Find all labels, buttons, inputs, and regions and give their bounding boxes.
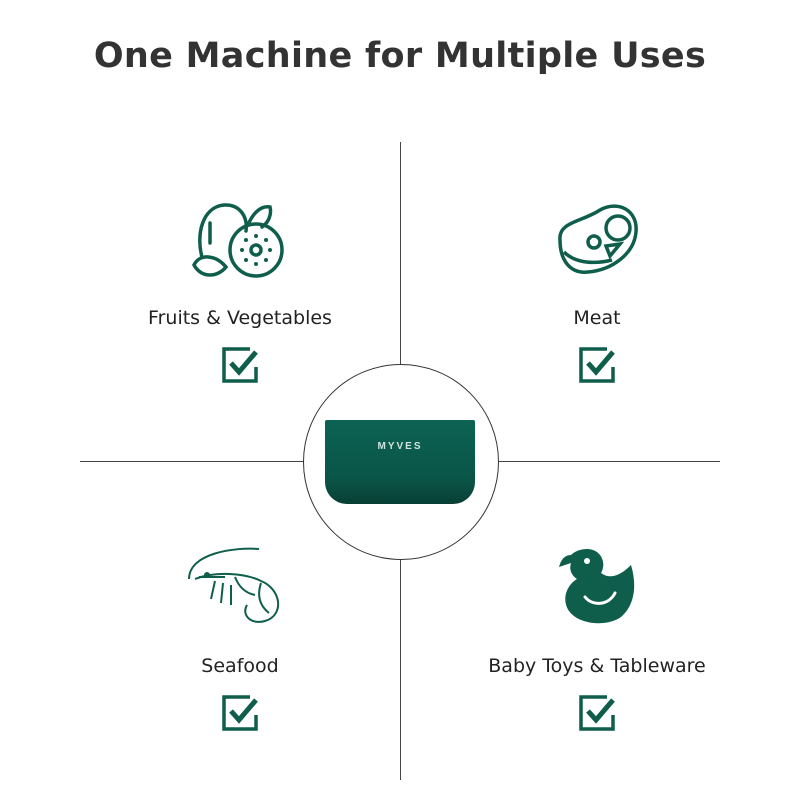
- use-seafood: Seafood: [90, 543, 390, 743]
- use-label: Baby Toys & Tableware: [488, 655, 706, 677]
- use-label: Meat: [573, 307, 621, 329]
- use-baby-toys-tableware: Baby Toys & Tableware: [447, 543, 747, 743]
- fruits-vegetables-icon: [192, 203, 284, 278]
- shrimp-icon: [188, 547, 280, 623]
- checkbox-checked-icon: [222, 347, 258, 383]
- meat-icon: [558, 204, 638, 274]
- use-meat: Meat: [447, 195, 747, 395]
- page-title: One Machine for Multiple Uses: [93, 36, 707, 76]
- checkbox-checked-icon: [579, 695, 615, 731]
- device-image: MYVES: [325, 420, 475, 504]
- rubber-duck-icon: [559, 549, 635, 624]
- device-brand: MYVES: [377, 441, 423, 452]
- use-label: Fruits & Vegetables: [148, 307, 332, 329]
- use-fruits-vegetables: Fruits & Vegetables: [90, 195, 390, 395]
- checkbox-checked-icon: [222, 695, 258, 731]
- checkbox-checked-icon: [579, 347, 615, 383]
- use-label: Seafood: [201, 655, 279, 677]
